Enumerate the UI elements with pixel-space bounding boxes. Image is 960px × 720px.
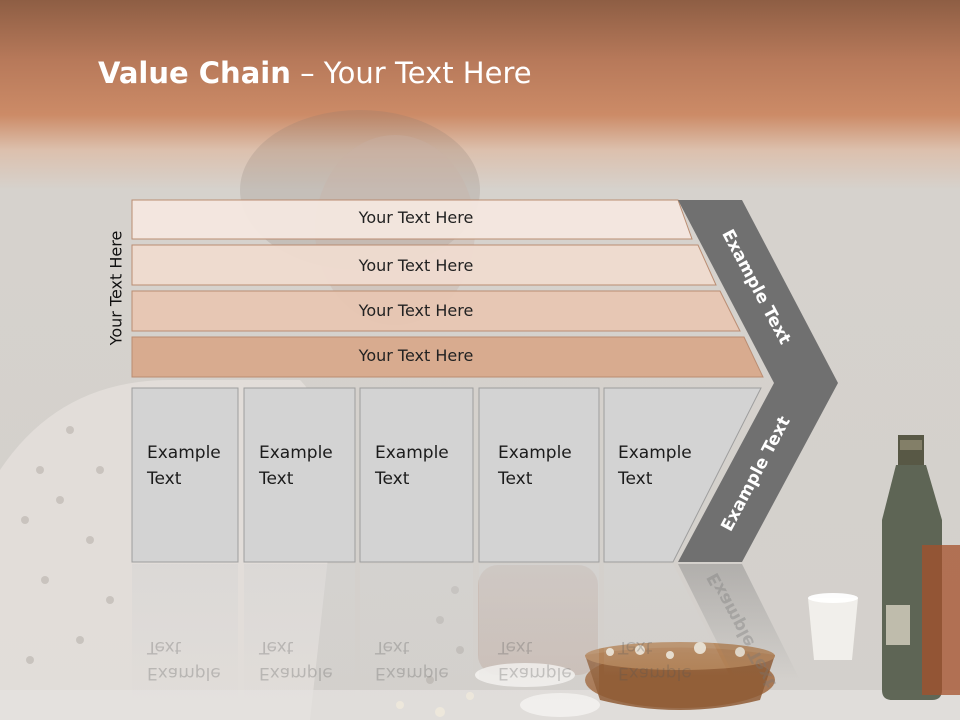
- box-3-reflection-line2: Text: [375, 637, 410, 657]
- band-1: [131, 199, 693, 240]
- slide-title-rest: – Your Text Here: [290, 56, 532, 90]
- box-2-reflection-line2: Text: [259, 637, 294, 657]
- box-2-reflection: Example Text: [259, 634, 333, 686]
- box-1-line2: Text: [147, 469, 182, 489]
- box-5-reflection-line2: Text: [618, 637, 653, 657]
- box-1-line1: Example: [147, 443, 221, 463]
- box-2-reflection-line1: Example: [259, 663, 333, 683]
- box-4-line2: Text: [498, 469, 533, 489]
- box-5-reflection-line1: Example: [618, 663, 692, 683]
- box-5-reflection: Example Text: [618, 634, 692, 686]
- band-4-label: Your Text Here: [358, 346, 474, 365]
- box-1-reflection: Example Text: [147, 634, 221, 686]
- box-1-reflection-line2: Text: [147, 637, 182, 657]
- diagram-reflection: [132, 564, 800, 704]
- box-1: [131, 387, 239, 563]
- slide-title: Value Chain – Your Text Here: [98, 56, 532, 90]
- box-3-line2: Text: [375, 469, 410, 489]
- box-4-line1: Example: [498, 443, 572, 463]
- box-2-line1: Example: [259, 443, 333, 463]
- box-2: [243, 387, 356, 563]
- box-2-line2: Text: [259, 469, 294, 489]
- box-4: [478, 387, 600, 563]
- box-1-reflection-line1: Example: [147, 663, 221, 683]
- box-5-line1: Example: [618, 443, 692, 463]
- band-2: [131, 244, 717, 286]
- band-4: [131, 336, 764, 378]
- box-3-reflection: Example Text: [375, 634, 449, 686]
- box-5-line2: Text: [618, 469, 653, 489]
- slide-title-bold: Value Chain: [98, 56, 291, 90]
- band-2-label: Your Text Here: [358, 256, 474, 275]
- box-3-reflection-line1: Example: [375, 663, 449, 683]
- band-3: [131, 290, 741, 332]
- chevron-upper: [678, 200, 838, 383]
- band-3-label: Your Text Here: [358, 301, 474, 320]
- box-3: [359, 387, 474, 563]
- box-4-reflection-line1: Example: [498, 663, 572, 683]
- band-1-label: Your Text Here: [358, 208, 474, 227]
- box-4-reflection-line2: Text: [498, 637, 533, 657]
- chevron-lower: [678, 383, 838, 562]
- box-4-reflection: Example Text: [498, 634, 572, 686]
- box-3-line1: Example: [375, 443, 449, 463]
- box-5: [603, 387, 762, 563]
